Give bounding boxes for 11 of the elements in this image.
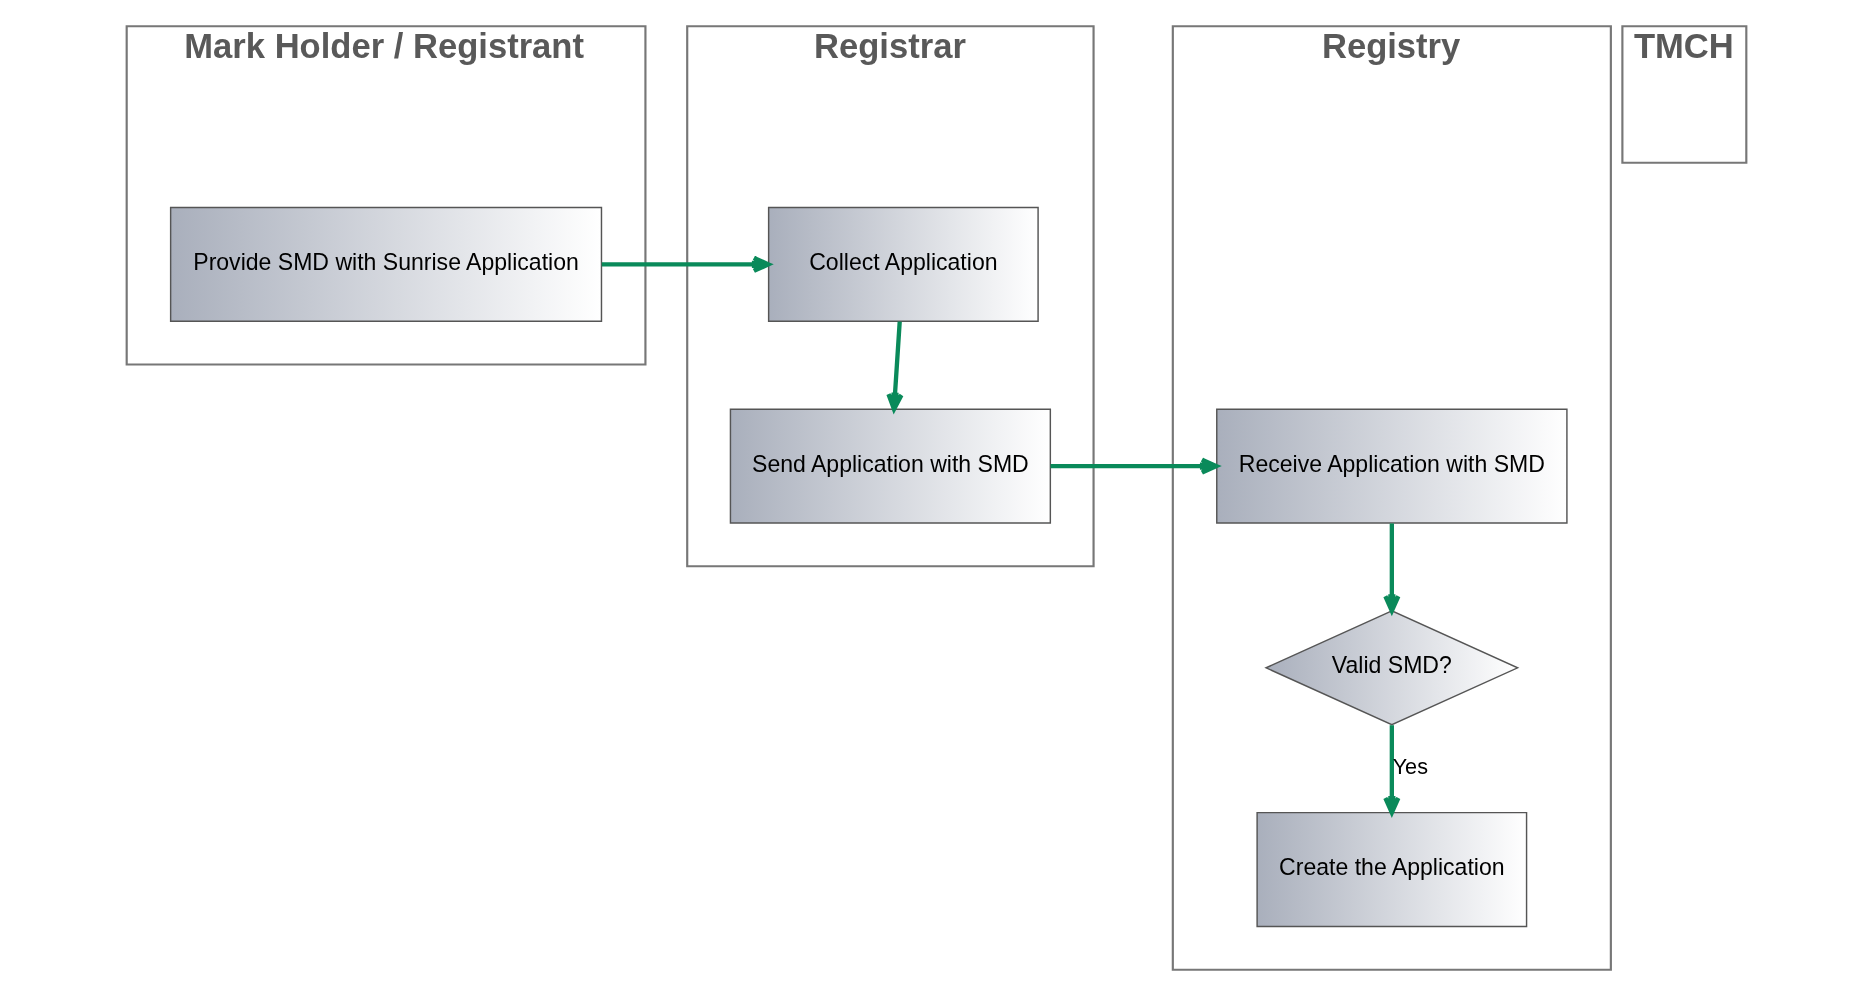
node-box: Provide SMD with Sunrise Application [169,206,602,322]
arrow [1382,724,1400,815]
node-box: Collect Application [767,206,1039,322]
node-box: Receive Application with SMD [1215,407,1568,524]
node-diamond: Valid SMD? [1263,609,1519,726]
node-box: Create the Application [1255,811,1527,927]
arrow [1050,456,1219,475]
arrow [1382,522,1400,613]
node-box: Send Application with SMD [729,407,1051,524]
arrow [601,255,771,273]
node-box: TMCH [1620,24,1747,164]
